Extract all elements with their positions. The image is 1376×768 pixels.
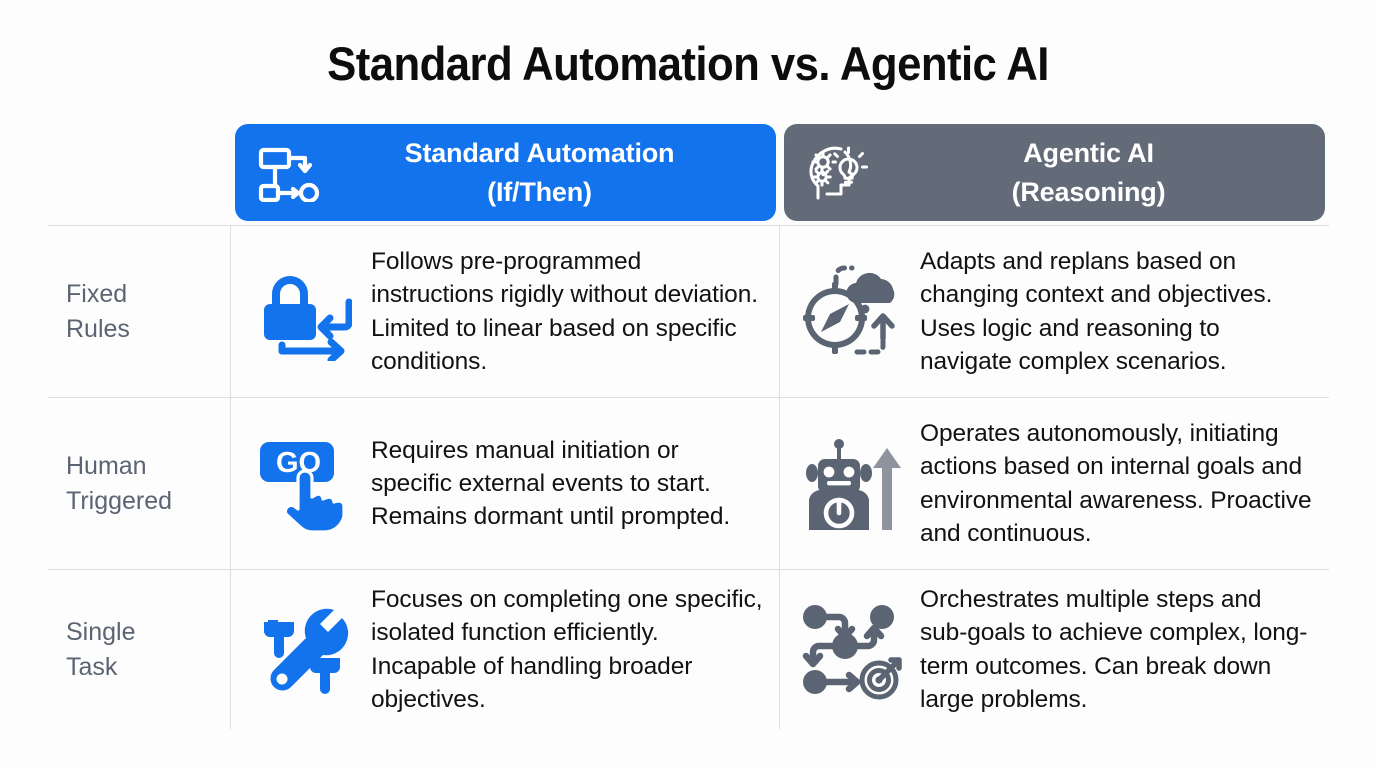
cell-fixed-rules-standard: Follows pre-programmed instructions rigi… — [231, 225, 780, 397]
compass-thought-cloud-icon — [792, 258, 910, 366]
wrench-screws-icon — [243, 596, 361, 704]
cell-single-task-agentic: Orchestrates multiple steps and sub-goal… — [780, 569, 1329, 729]
head-gears-lightbulb-icon — [802, 140, 876, 206]
cell-text: Adapts and replans based on changing con… — [920, 247, 1273, 375]
cell-text: Orchestrates multiple steps and sub-goal… — [920, 585, 1308, 713]
column-header-agentic-ai: Agentic AI (Reasoning) — [784, 124, 1325, 221]
row-label-single-task: Single Task — [48, 569, 231, 729]
workflow-nodes-target-icon — [792, 596, 910, 704]
row-label-line1: Fixed — [66, 280, 128, 308]
cell-fixed-rules-agentic: Adapts and replans based on changing con… — [780, 225, 1329, 397]
column-title-line2: (If/Then) — [487, 176, 592, 207]
cell-single-task-standard: Focuses on completing one specific, isol… — [231, 569, 780, 729]
page-title: Standard Automation vs. Agentic AI — [327, 37, 1049, 90]
column-header-text-agentic-ai: Agentic AI (Reasoning) — [880, 134, 1307, 211]
comparison-grid: Standard Automation (If/Then) — [48, 124, 1330, 734]
column-title-line1: Agentic AI — [1023, 138, 1154, 169]
cell-text: Follows pre-programmed instructions rigi… — [371, 247, 758, 375]
robot-power-up-arrow-icon — [792, 430, 910, 538]
cell-human-triggered-agentic: Operates autonomously, initiating action… — [780, 397, 1329, 569]
cell-text: Focuses on completing one specific, isol… — [371, 585, 763, 713]
cell-human-triggered-standard: GO Requires manual initiation or specifi… — [231, 397, 780, 569]
go-button-hand-click-icon: GO — [243, 430, 361, 538]
column-header-standard-automation: Standard Automation (If/Then) — [235, 124, 776, 221]
column-title-line2: (Reasoning) — [1011, 176, 1166, 207]
cell-text: Requires manual initiation or specific e… — [371, 436, 731, 531]
column-header-text-standard-automation: Standard Automation (If/Then) — [331, 134, 758, 211]
row-label-human-triggered: Human Triggered — [48, 397, 231, 569]
flowchart-icon — [253, 140, 327, 206]
row-label-line2: Triggered — [66, 486, 173, 515]
cell-text: Operates autonomously, initiating action… — [920, 419, 1312, 547]
grid-corner-spacer — [48, 124, 231, 225]
row-label-line1: Human — [66, 452, 147, 480]
row-label-line2: Task — [66, 652, 118, 681]
column-title-line1: Standard Automation — [404, 138, 675, 169]
row-label-line1: Single — [66, 618, 136, 646]
row-label-line2: Rules — [66, 314, 130, 343]
row-label-fixed-rules: Fixed Rules — [48, 225, 231, 397]
padlock-loop-arrows-icon — [243, 258, 361, 366]
